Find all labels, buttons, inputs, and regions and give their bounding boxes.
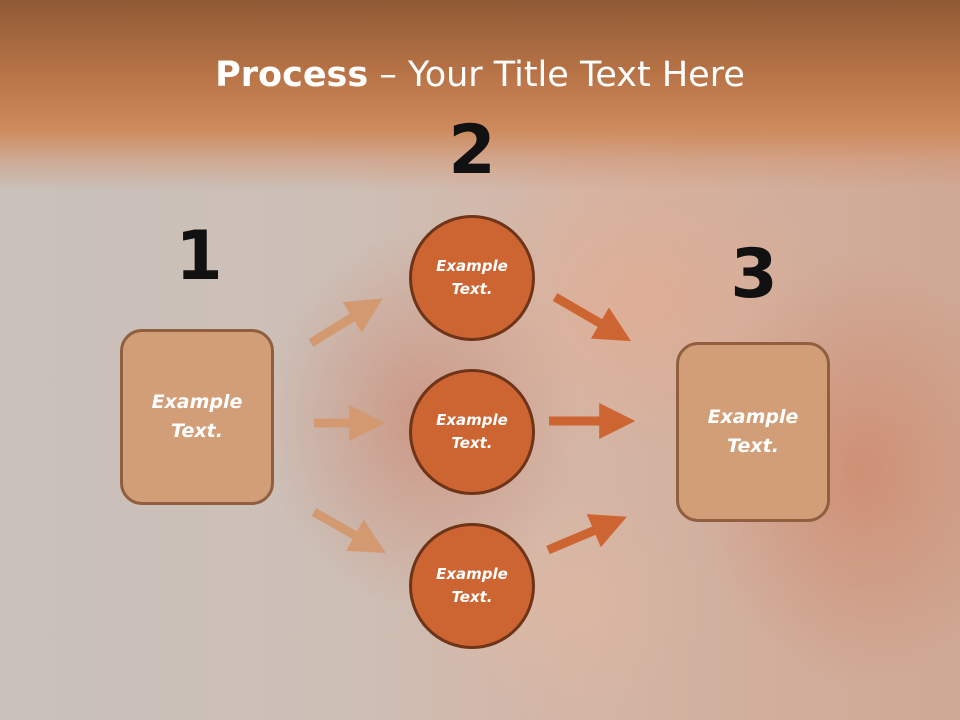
step-number-3: 3: [730, 235, 778, 314]
circle-3: Example Text.: [409, 523, 535, 649]
right-box: Example Text.: [676, 342, 830, 522]
arrow-to-circle-3: [311, 508, 387, 554]
title-rest: – Your Title Text Here: [368, 55, 745, 95]
left-box-text: Example Text.: [151, 391, 243, 442]
slide-title: Process – Your Title Text Here: [0, 52, 960, 98]
arrow-from-circle-1: [552, 293, 632, 342]
step-number-1: 1: [175, 217, 223, 296]
left-box: Example Text.: [120, 329, 274, 505]
title-bold: Process: [215, 55, 369, 95]
right-box-text: Example Text.: [707, 406, 799, 457]
step-number-2: 2: [448, 111, 496, 190]
header-band: [0, 0, 960, 190]
circle-2-text: Example Text.: [436, 411, 508, 452]
circle-3-text: Example Text.: [436, 565, 508, 606]
circle-2: Example Text.: [409, 369, 535, 495]
arrow-to-circle-1: [308, 298, 383, 347]
circle-1: Example Text.: [409, 215, 535, 341]
circle-1-text: Example Text.: [436, 257, 508, 298]
arrow-from-circle-3: [546, 514, 627, 555]
